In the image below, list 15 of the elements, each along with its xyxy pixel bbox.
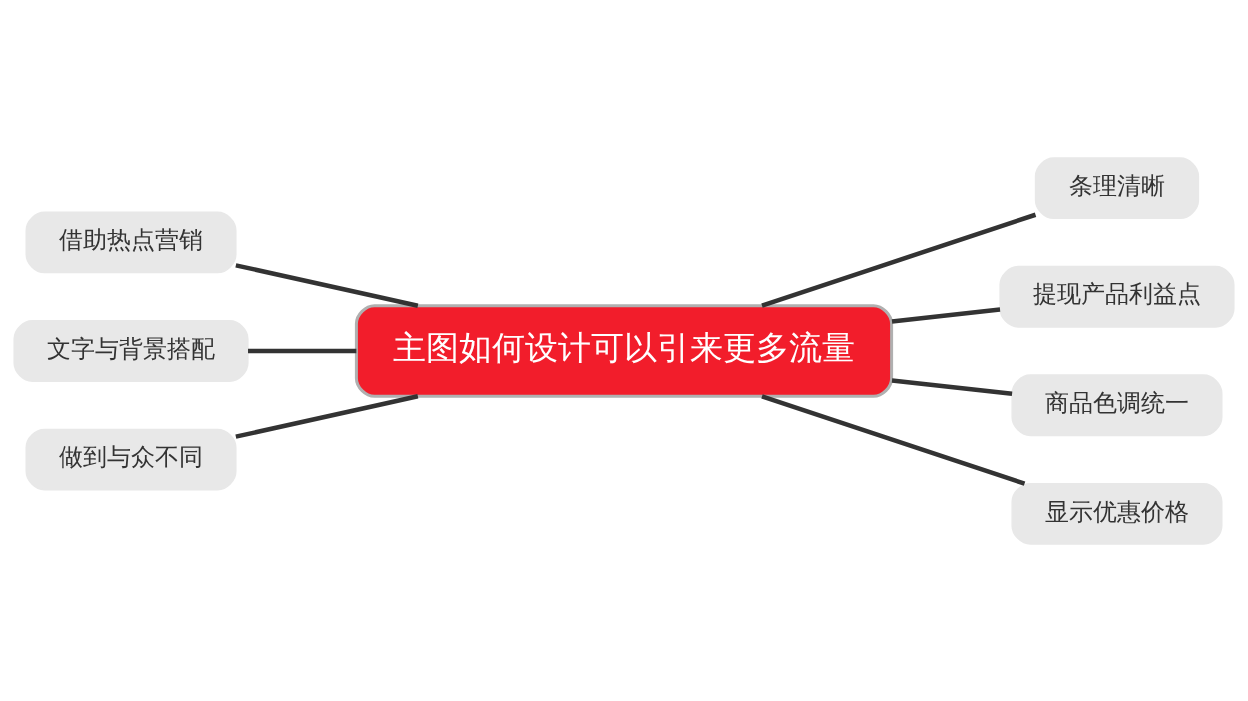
node-box: 借助热点营销 bbox=[25, 211, 237, 273]
node-box: 条理清晰 bbox=[1034, 156, 1200, 219]
node-box: 做到与众不同 bbox=[25, 428, 237, 490]
connector bbox=[891, 306, 1001, 324]
connector bbox=[761, 212, 1037, 308]
node-box: 显示优惠价格 bbox=[1011, 482, 1223, 545]
connector bbox=[235, 393, 419, 439]
connector bbox=[235, 262, 419, 308]
node-box: 提现产品利益点 bbox=[999, 265, 1235, 328]
node-box: 主图如何设计可以引来更多流量 bbox=[354, 303, 894, 398]
connector bbox=[248, 348, 357, 353]
node-box: 商品色调统一 bbox=[1011, 373, 1223, 436]
connector bbox=[891, 377, 1013, 396]
node-box: 文字与背景搭配 bbox=[13, 319, 249, 382]
connector bbox=[761, 393, 1026, 486]
